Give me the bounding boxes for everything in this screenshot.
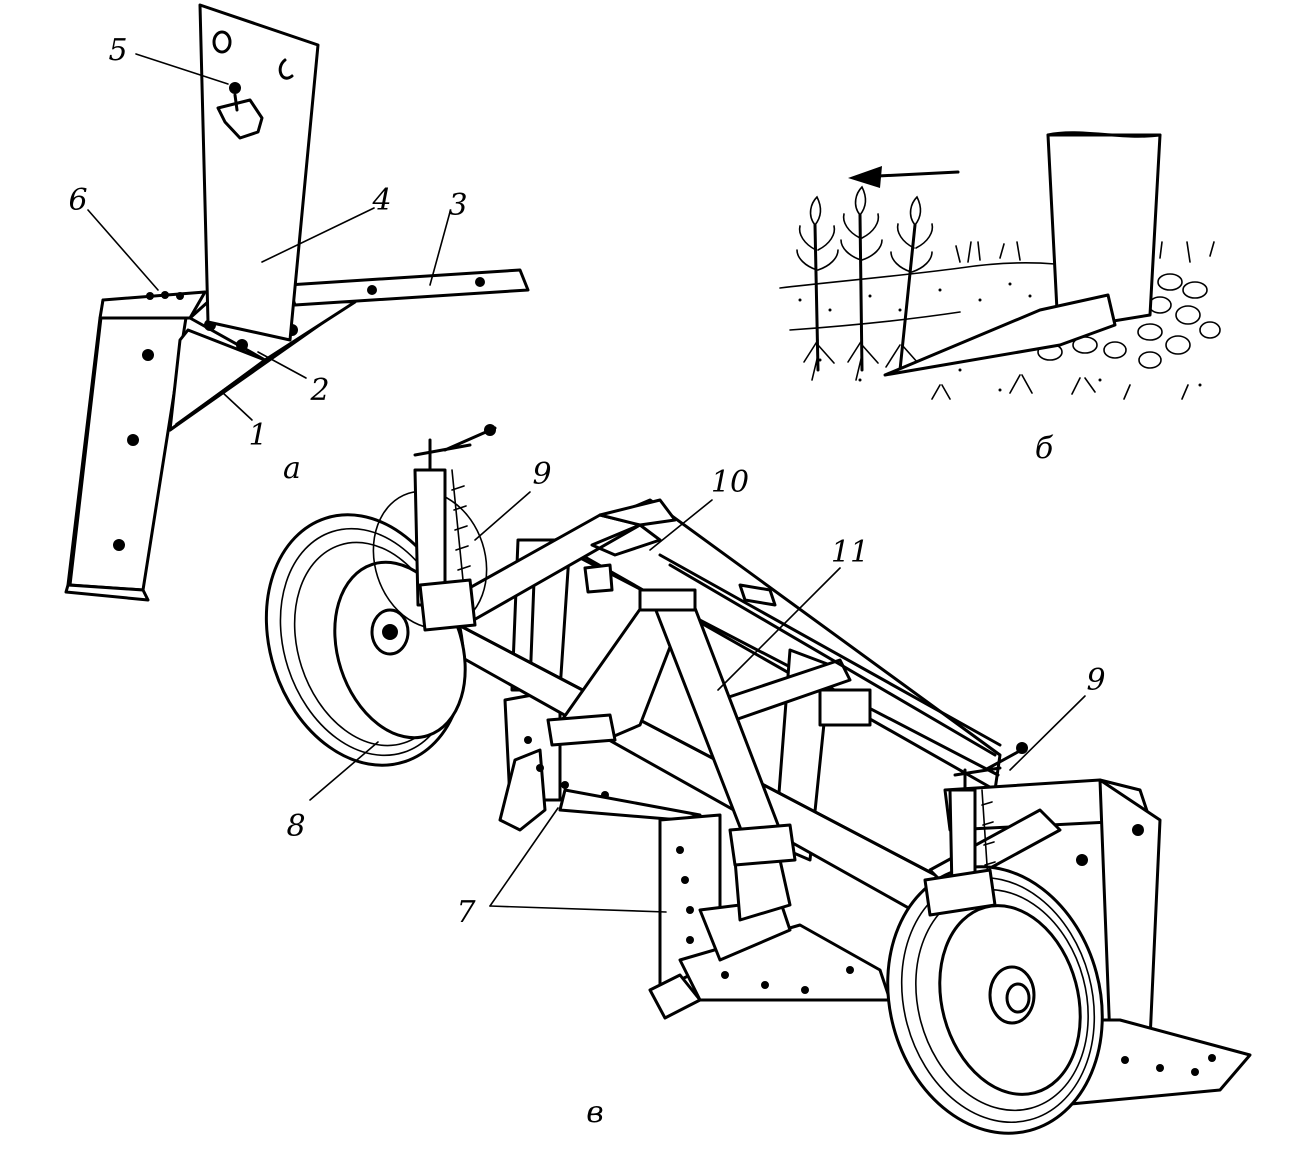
label-6: 6 [68, 183, 87, 218]
digger-shares-7 [498, 688, 892, 1020]
label-fig-b: б [1035, 431, 1054, 466]
clamp-5 [216, 82, 264, 140]
grass [955, 241, 1215, 263]
part-labels: 5 6 4 3 2 1 а б 9 10 11 9 8 7 в [68, 33, 1105, 1130]
label-11: 11 [831, 535, 869, 570]
figure-a-share-assembly [64, 3, 530, 602]
label-8: 8 [286, 809, 305, 844]
label-fig-a: а [283, 451, 301, 486]
standard-4 [198, 3, 320, 342]
frame-rear-beam [943, 778, 1162, 1042]
plants [796, 185, 1189, 400]
lift-screw-left-9 [413, 424, 497, 632]
a-frame [546, 588, 797, 867]
figure-a-leaders [87, 53, 451, 421]
tension-rod [658, 553, 1002, 757]
lift-screw-right-9 [923, 742, 1028, 917]
label-1: 1 [248, 418, 267, 453]
label-5: 5 [108, 33, 127, 68]
hitch-bracket [583, 523, 662, 594]
plant-2 [840, 185, 883, 381]
plant-1 [796, 195, 839, 381]
label-9-right: 9 [1086, 663, 1105, 698]
label-4: 4 [371, 183, 391, 218]
label-fig-v: в [586, 1095, 603, 1130]
figure-v-machine [264, 424, 1252, 1135]
label-3: 3 [448, 188, 467, 223]
figure-b-soil-action [779, 131, 1221, 400]
soil-surface [779, 262, 1056, 289]
figure-v-leaders [309, 491, 1086, 913]
digger-standard [1046, 131, 1162, 332]
label-10: 10 [711, 465, 749, 500]
share-plate [64, 290, 207, 602]
digger-share-wedge [883, 293, 1117, 377]
wheel-right [886, 865, 1104, 1135]
rear-bar-3 [286, 268, 530, 307]
soil-texture [798, 282, 1202, 392]
label-9-left: 9 [532, 457, 551, 492]
direction-arrow [848, 166, 960, 188]
plant-3 [885, 195, 934, 372]
label-2: 2 [309, 373, 329, 408]
label-7: 7 [456, 895, 476, 930]
bolt-group-6 [146, 291, 184, 300]
